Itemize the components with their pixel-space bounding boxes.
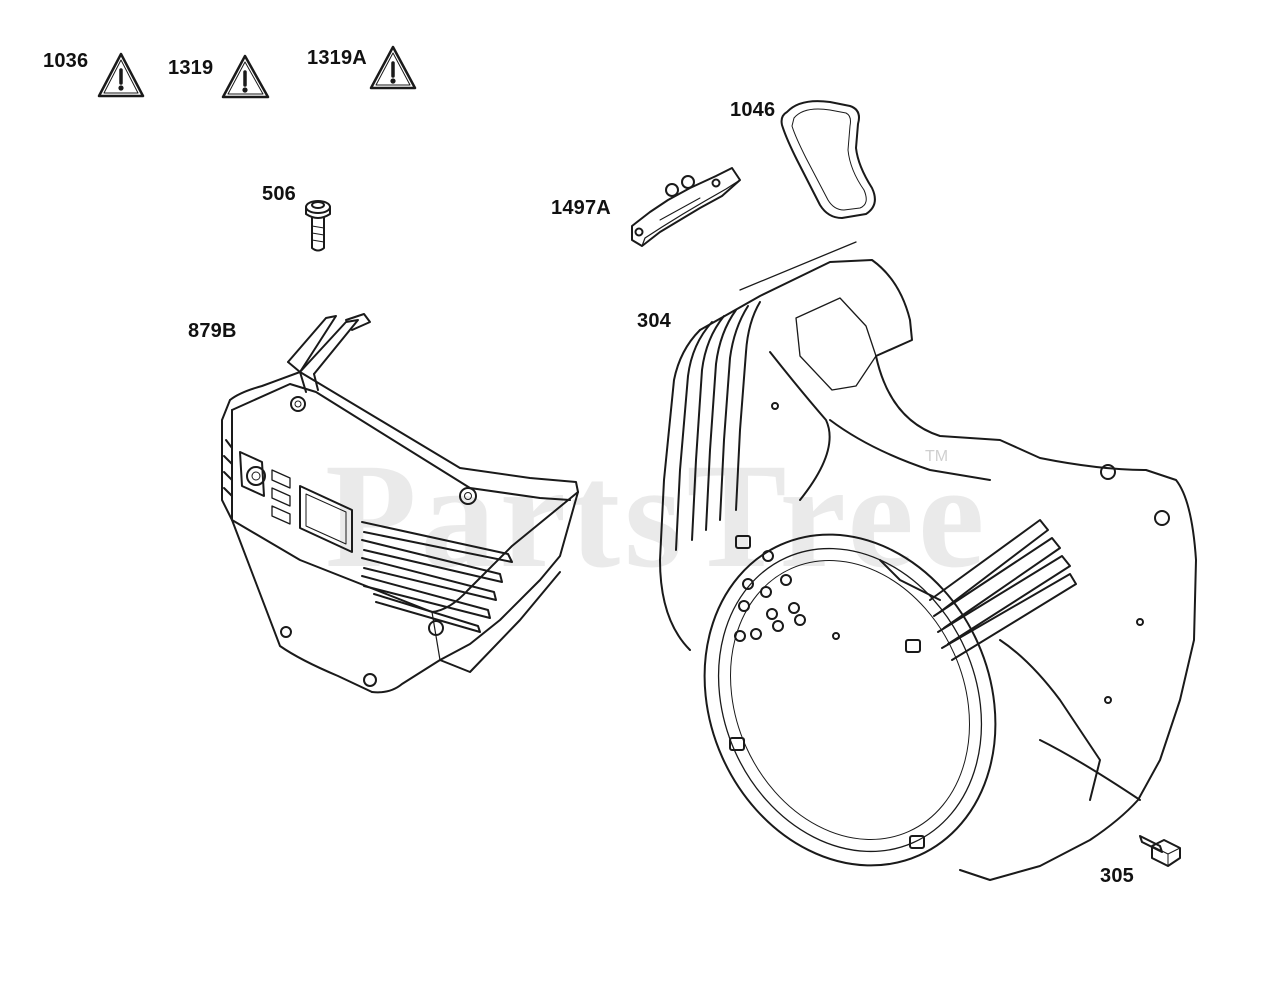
part-label-1319[interactable]: 1319	[168, 57, 214, 79]
warning-triangle-icon-1319[interactable]	[221, 54, 270, 99]
gasket-1046[interactable]	[780, 100, 876, 219]
part-label-879B[interactable]: 879B	[188, 320, 237, 342]
warning-triangle-icon-1036[interactable]	[97, 52, 145, 98]
bracket-1497A[interactable]	[631, 167, 741, 247]
bolt-305[interactable]	[1139, 835, 1181, 867]
watermark-trademark: TM	[925, 448, 949, 465]
screw-506[interactable]	[305, 200, 331, 252]
part-label-1497A[interactable]: 1497A	[551, 197, 611, 219]
part-label-305[interactable]: 305	[1100, 865, 1134, 887]
part-label-1046[interactable]: 1046	[730, 99, 776, 121]
part-label-304[interactable]: 304	[637, 310, 671, 332]
part-label-1319A[interactable]: 1319A	[307, 47, 367, 69]
blower-housing-304[interactable]	[653, 241, 1197, 912]
watermark: PartsTree	[325, 433, 989, 599]
part-label-506[interactable]: 506	[262, 183, 296, 205]
warning-triangle-icon-1319A[interactable]	[369, 45, 417, 90]
cover-879B[interactable]	[221, 313, 579, 694]
part-label-1036[interactable]: 1036	[43, 50, 89, 72]
